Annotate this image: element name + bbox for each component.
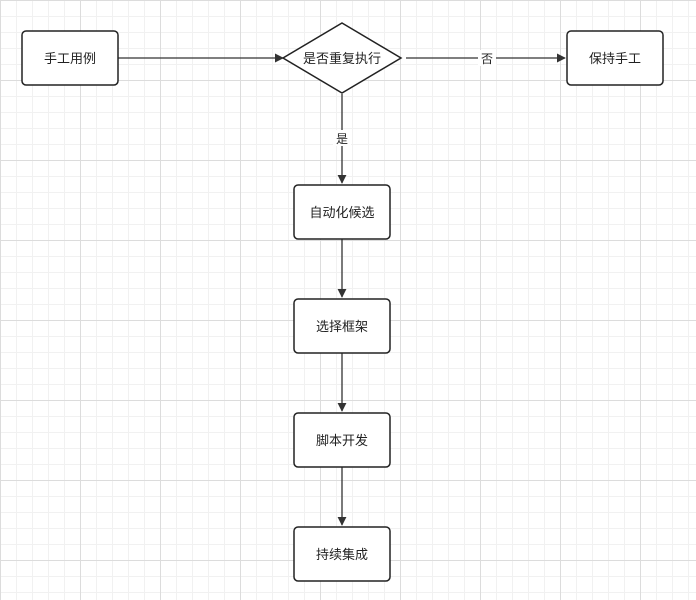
edge-label-yes-bg [333, 130, 351, 146]
node-auto-candidate[interactable]: 自动化候选 [293, 184, 391, 240]
node-select-framework-label: 选择框架 [316, 320, 368, 335]
node-continuous-integration-label: 持续集成 [316, 547, 368, 563]
node-decision-label: 是否重复执行 [303, 51, 381, 67]
node-keep-manual[interactable]: 保持手工 [566, 30, 664, 86]
edge-label-no: 否 [481, 52, 493, 66]
node-script-dev[interactable]: 脚本开发 [293, 412, 391, 468]
edge-label-no-bg [478, 50, 496, 66]
node-keep-manual-label: 保持手工 [589, 52, 641, 67]
node-manual-case-label: 手工用例 [44, 52, 96, 67]
edge-label-yes: 是 [336, 132, 348, 146]
node-auto-candidate-label: 自动化候选 [309, 206, 374, 221]
node-decision[interactable]: 是否重复执行 [281, 22, 403, 94]
node-continuous-integration[interactable]: 持续集成 [293, 526, 391, 582]
node-manual-case[interactable]: 手工用例 [21, 30, 119, 86]
node-select-framework[interactable]: 选择框架 [293, 298, 391, 354]
node-script-dev-label: 脚本开发 [316, 433, 368, 449]
